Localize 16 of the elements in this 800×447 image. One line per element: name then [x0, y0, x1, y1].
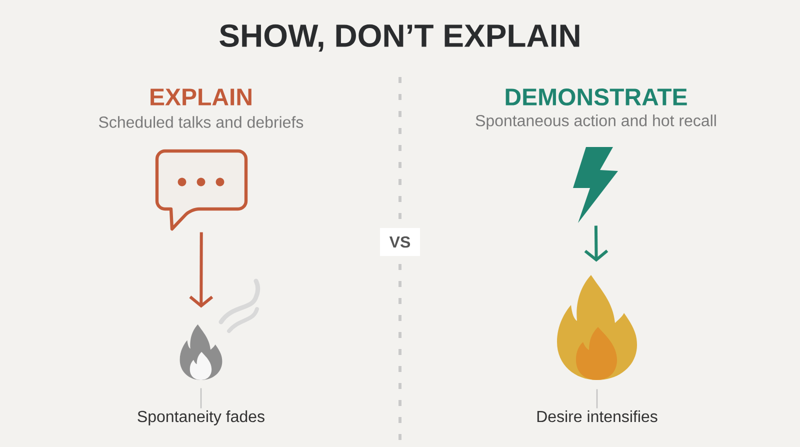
caption: Desire intensifies	[537, 410, 658, 422]
speech-bubble-icon	[155, 149, 248, 231]
subtitle: Spontaneous action and hot recall	[476, 114, 716, 130]
flame-icon	[557, 275, 637, 380]
arrow	[584, 226, 608, 262]
title: SHOW, DON’T EXPLAIN	[220, 24, 580, 52]
arrow	[189, 232, 214, 308]
vs-label: VS	[380, 228, 420, 256]
leader-line	[200, 388, 202, 408]
leader-line	[596, 389, 598, 408]
smoking-flame-icon	[180, 278, 260, 380]
subtitle: Scheduled talks and debriefs	[99, 116, 304, 128]
column-heading: EXPLAIN	[150, 88, 252, 106]
lightning-bolt-icon	[573, 147, 618, 223]
caption: Spontaneity fades	[138, 410, 264, 426]
column-heading: DEMONSTRATE	[506, 88, 687, 106]
